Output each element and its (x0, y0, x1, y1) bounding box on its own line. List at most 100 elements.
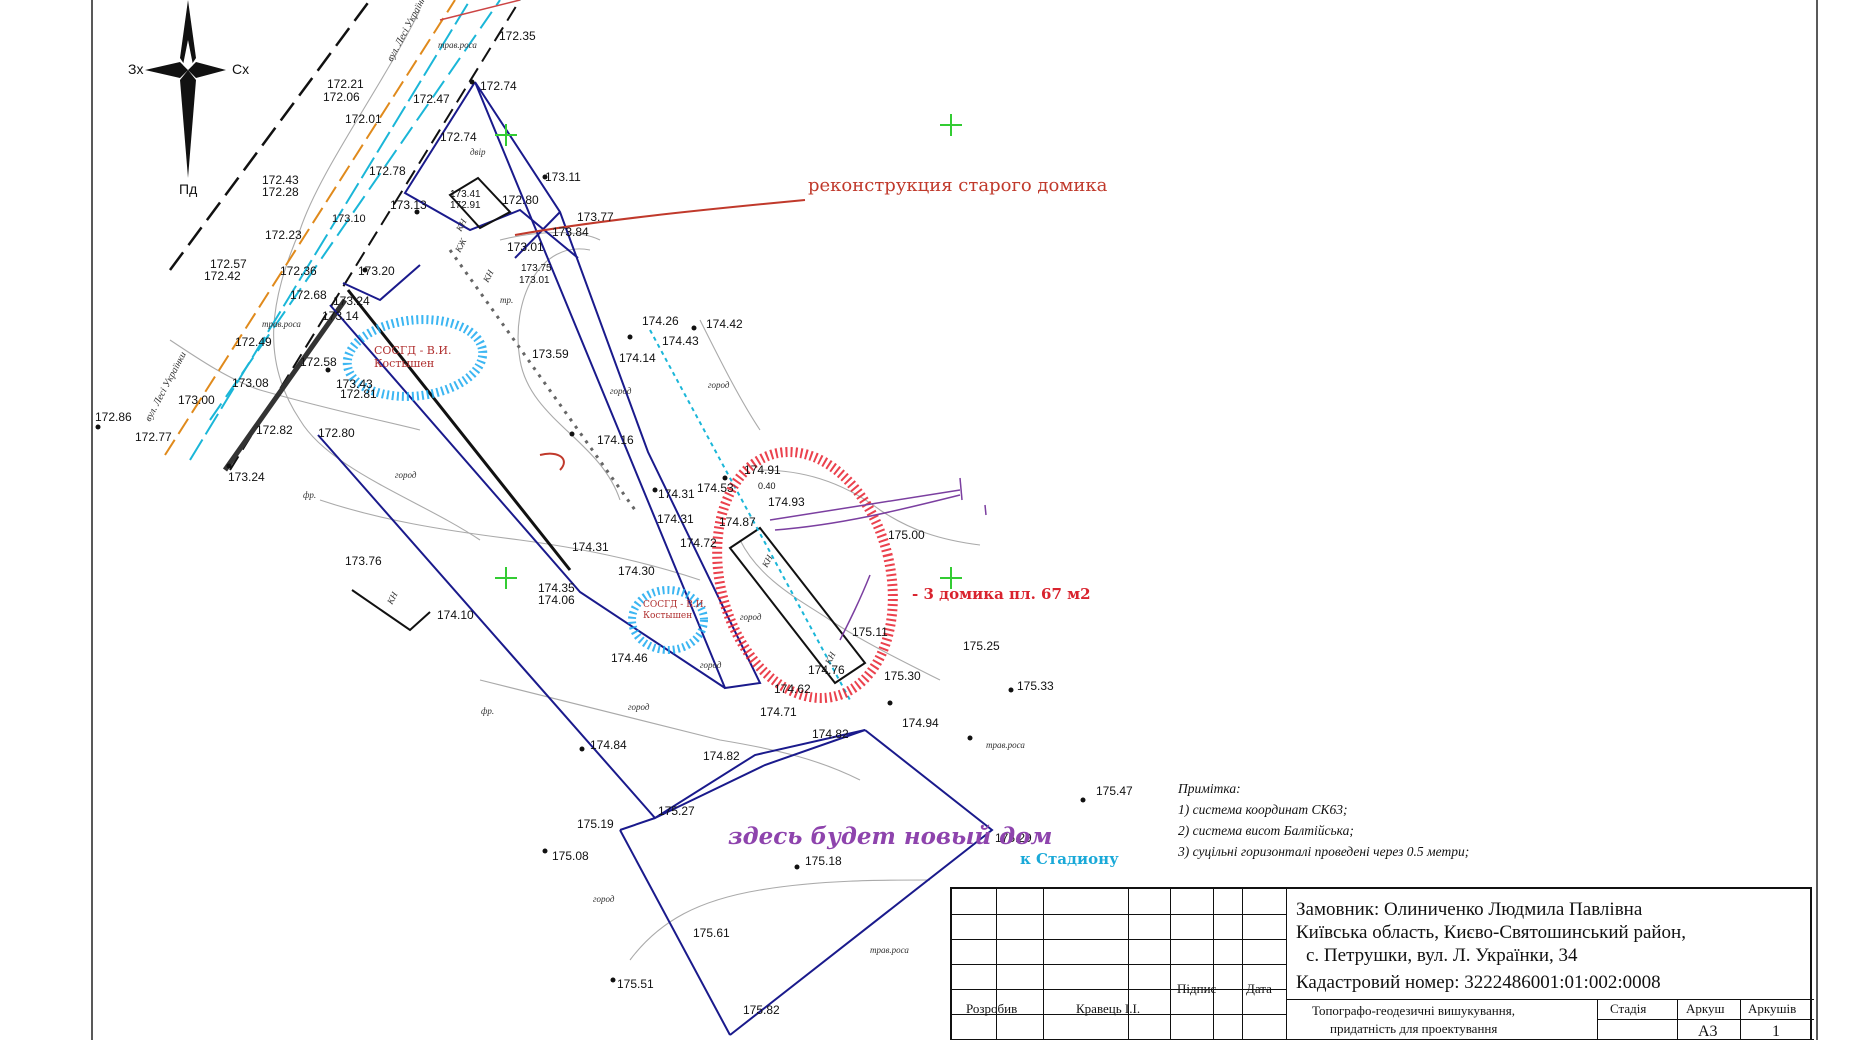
elevation-label: 175.18 (805, 854, 842, 868)
stage-header: Стадія (1610, 1001, 1647, 1016)
elevation-label: 173.75 (521, 263, 552, 274)
elevation-label: 175.08 (552, 849, 589, 863)
small-label: трав.роса (870, 945, 909, 955)
elevation-label: 174.31 (657, 512, 694, 526)
elevation-label: 174.26 (642, 314, 679, 328)
elevation-label: 173.76 (345, 554, 382, 568)
elevation-label: 174.91 (744, 463, 781, 477)
houses-circle (712, 446, 898, 704)
elevation-label: 172.42 (204, 269, 241, 283)
elevation-label: 175.25 (963, 639, 1000, 653)
sosgd-circle-2 (628, 586, 708, 654)
elevation-label: 174.93 (768, 495, 805, 509)
small-label: фр. (303, 490, 316, 500)
elevation-label: 172.47 (413, 92, 450, 106)
elevation-label: 172.77 (135, 430, 172, 444)
elevation-label: 174.72 (680, 536, 717, 550)
elevation-label: 173.14 (322, 309, 359, 323)
compass-west: Зх (128, 61, 143, 77)
small-label: город (700, 660, 722, 670)
street-label: вул. Лесі Українки (385, 0, 431, 63)
small-label: город (628, 702, 650, 712)
sosgd-label-1-line1: СОСГД - В.И. (374, 344, 452, 357)
sosgd-label-2-line2: Костышен (643, 611, 693, 621)
small-label: город (395, 470, 417, 480)
new-house-annotation: здесь будет новый дом (728, 823, 1053, 850)
elevation-label: 175.51 (617, 977, 654, 991)
fence-line-blue (649, 329, 851, 701)
elevation-label: 172.78 (369, 164, 406, 178)
survey-crosses (495, 114, 962, 589)
elevation-label: 172.82 (256, 423, 293, 437)
elevation-label: 174.87 (719, 515, 756, 529)
elevation-label: 174.31 (658, 487, 695, 501)
sheets-value: 1 (1772, 1023, 1780, 1040)
elevation-label: 174.84 (590, 738, 627, 752)
fence-line (448, 249, 637, 511)
elevation-label: 175.82 (743, 1003, 780, 1017)
sosgd-label-2-line1: СОСГД - В.И. (643, 600, 707, 610)
elevation-label: 174.82 (703, 749, 740, 763)
signature-header: Підпис (1177, 981, 1217, 996)
elevation-label: 172.68 (290, 288, 327, 302)
small-label: трав.роса (438, 40, 477, 50)
small-label: фр. (481, 706, 494, 716)
elevation-label: 174.76 (808, 663, 845, 677)
sheets-header: Аркушів (1748, 1001, 1797, 1016)
elevation-label: 175.00 (888, 528, 925, 542)
elevation-label: 173.59 (532, 347, 569, 361)
elevation-label: 172.86 (95, 410, 132, 424)
elevation-label: 172.57 (210, 257, 247, 271)
elevation-label: 174.62 (774, 682, 811, 696)
elevation-label: 174.43 (662, 334, 699, 348)
elevation-label: 172.80 (502, 193, 539, 207)
elevation-label: 174.30 (618, 564, 655, 578)
small-label: КН (384, 590, 399, 607)
red-arrow-mark (539, 452, 565, 471)
elevation-label: 172.91 (450, 200, 481, 211)
small-label: КН (480, 268, 495, 285)
elevation-label: 174.31 (572, 540, 609, 554)
elevation-label: 172.74 (440, 130, 477, 144)
elevation-label: 172.01 (345, 112, 382, 126)
elevation-label: 172.58 (300, 355, 337, 369)
small-label: город (593, 894, 615, 904)
notes-item-1: 1) система координат СК63; (1178, 802, 1348, 817)
cadastral-line: Кадастровий номер: 3222486001:01:002:000… (1296, 972, 1661, 993)
sosgd-circle-1 (342, 315, 488, 401)
elevation-label: 172.43 (262, 173, 299, 187)
elevation-label: 173.41 (450, 189, 481, 200)
elevation-label: 174.94 (902, 716, 939, 730)
notes-block: Примітка: 1) система координат СК63; 2) … (1178, 778, 1469, 862)
notes-item-3: 3) суцільні горизонталі проведені через … (1178, 844, 1470, 859)
houses-annotation: - 3 домика пл. 67 м2 (912, 585, 1091, 603)
elevation-label: 173.20 (358, 264, 395, 278)
elevation-label: 174.10 (437, 608, 474, 622)
compass-rose: Зх Сх Пд (128, 0, 249, 197)
elevation-label: 174.14 (619, 351, 656, 365)
elevation-label: 175.27 (658, 804, 695, 818)
elevation-label: 172.06 (323, 90, 360, 104)
small-labels: трав.роса двір город город город город г… (262, 40, 1025, 955)
sosgd-label-2: СОСГД - В.И.Костышен (643, 600, 706, 622)
elevation-label: 173.77 (577, 210, 614, 224)
elevation-label: 174.53 (697, 481, 734, 495)
developed-label: Розробив (966, 1001, 1018, 1016)
elevation-label: 172.21 (327, 77, 364, 91)
region-line: Київська область, Києво-Святошинський ра… (1296, 922, 1686, 943)
elevation-label: 173.24 (333, 294, 370, 308)
elevation-label: 172.49 (235, 335, 272, 349)
elevation-label: 173.24 (228, 470, 265, 484)
elevation-label: 174.06 (538, 593, 575, 607)
elevation-label: 0.40 (758, 481, 776, 491)
sosgd-label-1-line2: Костышен (374, 357, 435, 370)
small-label: тр. (500, 295, 513, 305)
street-label: вул. Лесі Українки (143, 350, 189, 423)
elevation-label: 173.84 (552, 225, 589, 239)
elevation-label: 173.43 (336, 377, 373, 391)
date-header: Дата (1246, 981, 1272, 996)
elevation-label: 174.35 (538, 581, 575, 595)
elevation-label: 175.19 (577, 817, 614, 831)
elevation-label: 172.35 (499, 29, 536, 43)
stadium-annotation: к Стадиону (1020, 850, 1119, 868)
